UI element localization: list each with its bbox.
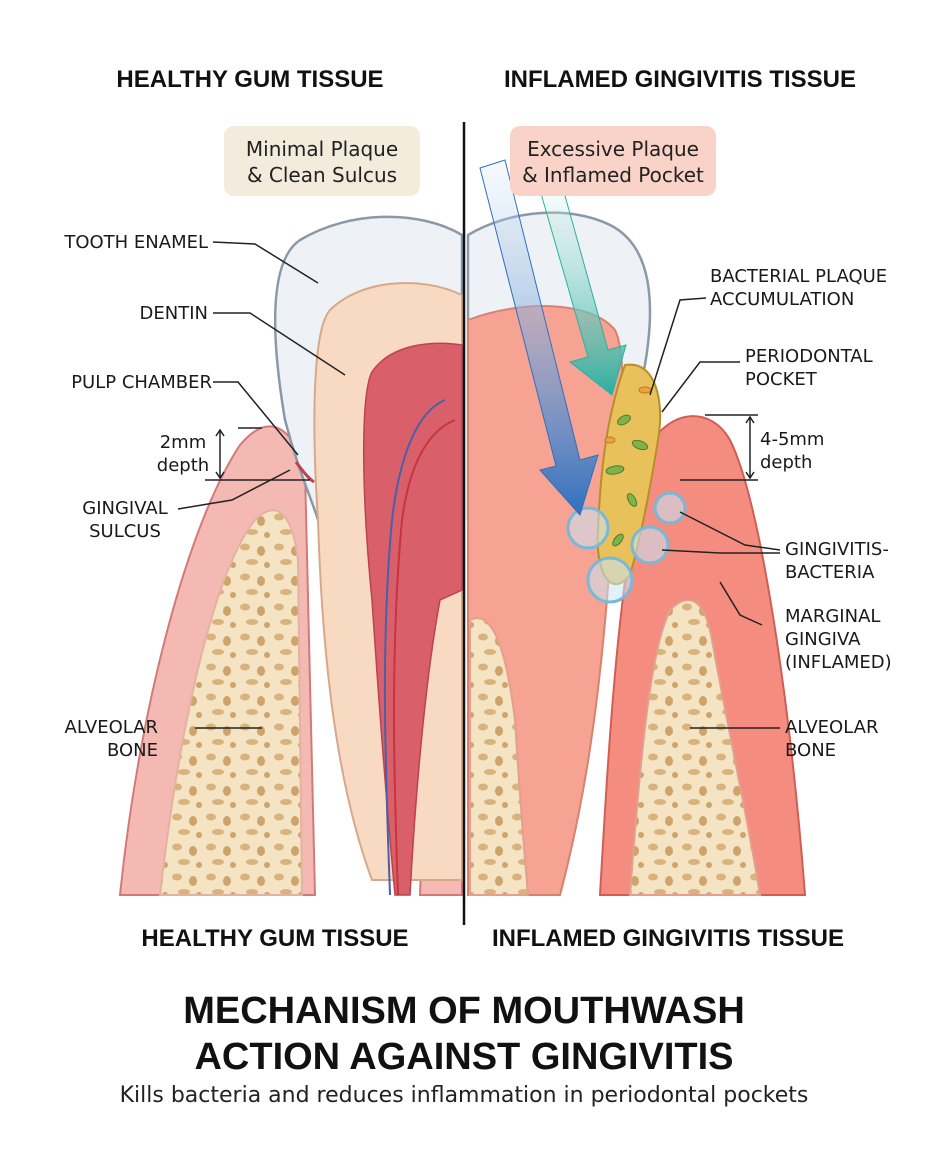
healthy-vessel xyxy=(393,419,456,896)
inflamed-bone-left xyxy=(469,617,530,896)
blue-arrow xyxy=(479,159,599,517)
plaque-bacteria xyxy=(604,386,652,547)
label-pulp-chamber: PULP CHAMBER xyxy=(71,372,212,393)
label-inflamed-alveolar-bone: ALVEOLAR BONE xyxy=(785,717,879,761)
label-periodontal-pocket: PERIODONTAL POCKET xyxy=(745,346,873,390)
label-healthy-alveolar-bone: ALVEOLAR BONE xyxy=(64,717,158,761)
label-bacterial-plaque: BACTERIAL PLAQUE ACCUMULATION xyxy=(710,266,888,310)
inflamed-status-pill: Excessive Plaque & Inflamed Pocket xyxy=(510,126,716,196)
label-gingival-sulcus: GINGIVAL SULCUS xyxy=(82,498,168,542)
depth-markers xyxy=(205,414,758,481)
bacteria-bubbles xyxy=(566,491,687,604)
inflamed-top-header: INFLAMED GINGIVITIS TISSUE xyxy=(503,66,857,93)
healthy-bottom-header: HEALTHY GUM TISSUE xyxy=(141,925,409,952)
inflamed-bottom-header: INFLAMED GINGIVITIS TISSUE xyxy=(491,925,845,952)
healthy-nerve xyxy=(383,399,446,896)
healthy-side xyxy=(118,215,464,896)
label-inflamed-depth: 4-5mm depth xyxy=(760,429,825,473)
label-marginal-gingiva: MARGINAL GINGIVA (INFLAMED) xyxy=(785,606,892,673)
healthy-bone-left xyxy=(158,509,304,896)
label-gingivitis-bacteria: GINGIVITIS- BACTERIA xyxy=(785,539,889,583)
teal-arrow xyxy=(539,184,627,396)
label-dentin: DENTIN xyxy=(139,303,208,324)
healthy-status-pill: Minimal Plaque & Clean Sulcus xyxy=(224,126,420,196)
healthy-sulcus xyxy=(294,461,315,484)
inflamed-bone-right xyxy=(628,599,762,896)
healthy-pulp xyxy=(363,342,463,896)
subtitle: Kills bacteria and reduces inflammation … xyxy=(119,1083,809,1108)
label-tooth-enamel: TOOTH ENAMEL xyxy=(64,232,208,253)
label-healthy-depth: 2mm depth xyxy=(156,432,210,476)
inflamed-side xyxy=(466,159,807,896)
main-title: MECHANISM OF MOUTHWASH ACTION AGAINST GI… xyxy=(183,990,745,1078)
healthy-top-header: HEALTHY GUM TISSUE xyxy=(116,66,384,93)
